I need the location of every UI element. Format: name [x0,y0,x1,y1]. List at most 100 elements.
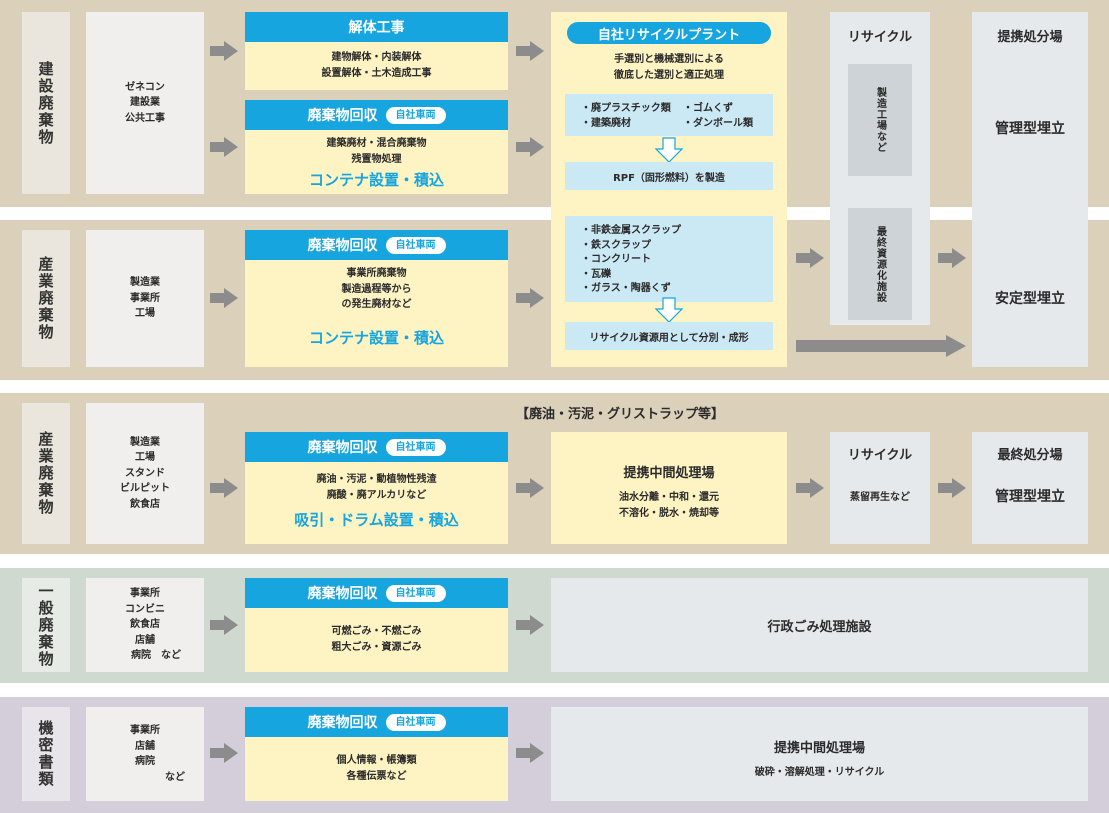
collection-box-construction: 廃棄物回収 自社車両 建築廃材・混合廃棄物 残置物処理 コンテナ設置・積込 [245,100,508,194]
plant-title-text: 自社リサイクルプラント [597,27,741,43]
final-title: 最終処分場 [997,448,1063,463]
plant-result-rpf: RPF（固形燃料）を製造 [565,162,773,190]
processor-details: 油水分離・中和・還元 不溶化・脱水・焼却等 [551,490,787,521]
source-item: 公共工事 [125,112,165,124]
long-arrow-right-icon [796,335,966,357]
detail-line: 各種伝票など [346,770,407,782]
plant-result-resources: リサイクル資源用として分別・成形 [565,322,773,350]
source-item: ビルピット [120,483,170,495]
disposal-stable: 安定型埋立 [995,291,1065,307]
category-confidential: 機密書類 [22,707,70,801]
arrow-right-icon [796,248,824,268]
municipal-facility-box: 行政ごみ処理施設 [551,578,1088,672]
material-item: ・ガラス・陶器くず [581,283,671,294]
municipal-facility-text: 行政ごみ処理施設 [767,619,872,635]
down-arrow-icon [655,137,683,163]
recycle-title: リサイクル [847,30,913,45]
detail-line: 建築廃材・混合廃棄物 [326,138,427,149]
source-item: 製造業 [130,277,160,289]
recycle-factory-box: 製造工場など [848,64,912,176]
source-item: 工場 [135,452,155,464]
recycling-plant-box: 自社リサイクルプラント 手選別と機械選別による 徹底した選別と適正処理 ・廃プラ… [551,12,787,367]
demolition-title-text: 解体工事 [348,20,405,36]
detail-line: 可燃ごみ・不燃ごみ [331,626,422,637]
category-construction: 建設廃棄物 [22,12,70,194]
company-vehicle-badge: 自社車両 [385,106,446,124]
arrow-right-icon [796,478,824,498]
plant-materials-group2: ・非鉄金属スクラップ ・鉄スクラップ ・コンクリート ・瓦礫 ・ガラス・陶器くず [565,216,773,302]
detail-line: の発生廃材など [341,299,412,310]
arrow-right-icon [210,288,238,308]
source-item: 建設業 [130,97,160,109]
collection-title: 廃棄物回収 自社車両 [245,432,508,462]
industrial2-heading: 【廃油・汚泥・グリストラップ等】 [515,407,724,422]
detail-line: 事業所廃棄物 [346,268,407,279]
company-vehicle-badge: 自社車両 [385,713,446,731]
recycle-final-facility-box: 最終資源化施設 [848,208,912,320]
source-item: コンビニ [125,603,165,615]
result-text: RPF（固形燃料）を製造 [613,172,725,184]
plant-intro: 手選別と機械選別による 徹底した選別と適正処理 [551,52,787,83]
collection-title-text: 廃棄物回収 [307,715,378,731]
category-label: 機密書類 [36,720,55,788]
collection-details: 廃油・汚泥・動植物性残渣 廃酸・廃アルカリなど 吸引・ドラム設置・積込 [245,472,508,532]
category-industrial1: 産業廃棄物 [22,230,70,367]
detail-line: 粗大ごみ・資源ごみ [331,641,422,653]
demolition-details: 建物解体・内装解体 設置解体・土木造成工事 [245,50,508,81]
source-item: 店舗 [135,634,155,646]
detail-line: 建物解体・内装解体 [331,52,422,63]
plant-materials-group1: ・廃プラスチック類 ・建築廃材 ・ゴムくず ・ダンボール類 [565,94,773,136]
arrow-right-icon [938,478,966,498]
recycle-box-industrial2: リサイクル 蒸留再生など [830,432,930,544]
source-list-confidential: 事業所 店舗 病院 など [86,707,204,801]
plant-title: 自社リサイクルプラント [567,22,771,44]
arrow-right-icon [516,615,544,635]
material-item: ・鉄スクラップ [581,239,651,251]
arrow-right-icon [210,615,238,635]
source-item: ゼネコン [125,81,165,93]
source-item: 病院 など [131,650,181,662]
source-item: 事業所 [130,292,160,304]
disposal-title: 提携処分場 [997,30,1063,45]
collection-title: 廃棄物回収 自社車両 [245,100,508,130]
collection-box-general: 廃棄物回収 自社車両 可燃ごみ・不燃ごみ 粗大ごみ・資源ごみ [245,578,508,672]
recycle-factory-text: 製造工場など [874,87,886,153]
recycle-final-facility-text: 最終資源化施設 [874,225,886,303]
material-item: ・コンクリート [581,254,651,265]
detail-line: 廃酸・廃アルカリなど [326,489,427,501]
material-item: ・建築廃材 [581,117,631,129]
disposal-column: 提携処分場 管理型埋立 安定型埋立 [972,12,1088,367]
material-item: ・ゴムくず [683,103,733,114]
category-label: 一般廃棄物 [36,582,55,668]
source-item: 工場 [135,308,155,320]
source-item-tail: など [165,771,185,783]
service-highlight: 吸引・ドラム設置・積込 [294,511,459,529]
detail-line: 設置解体・土木造成工事 [321,67,432,79]
company-vehicle-badge: 自社車両 [385,584,446,602]
collection-box-confidential: 廃棄物回収 自社車両 個人情報・帳簿類 各種伝票など [245,707,508,801]
source-item: 事業所 [130,725,160,736]
processor-box-confidential: 提携中間処理場 破砕・溶解処理・リサイクル [551,707,1088,801]
result-text: リサイクル資源用として分別・成形 [589,332,749,344]
arrow-right-icon [516,478,544,498]
source-item: 飲食店 [130,498,160,510]
collection-title: 廃棄物回収 自社車両 [245,707,508,737]
material-item: ・非鉄金属スクラップ [581,225,681,236]
source-item: 製造業 [130,436,160,448]
disposal-managed: 管理型埋立 [995,121,1065,137]
collection-title-text: 廃棄物回収 [307,586,378,602]
material-item: ・瓦礫 [581,268,611,280]
category-label: 建設廃棄物 [36,60,55,146]
demolition-title: 解体工事 [245,12,508,42]
collection-details: 可燃ごみ・不燃ごみ 粗大ごみ・資源ごみ [245,624,508,655]
arrow-right-icon [516,743,544,763]
detail-line: 残置物処理 [351,153,402,165]
collection-details: 建築廃材・混合廃棄物 残置物処理 コンテナ設置・積込 [245,136,508,192]
final-box-industrial2: 最終処分場 管理型埋立 [972,432,1088,544]
collection-title-text: 廃棄物回収 [307,108,378,124]
arrow-right-icon [210,743,238,763]
material-item: ・ダンボール類 [683,117,753,129]
arrow-right-icon [210,478,238,498]
category-general: 一般廃棄物 [22,578,70,672]
service-highlight: コンテナ設置・積込 [308,328,444,347]
